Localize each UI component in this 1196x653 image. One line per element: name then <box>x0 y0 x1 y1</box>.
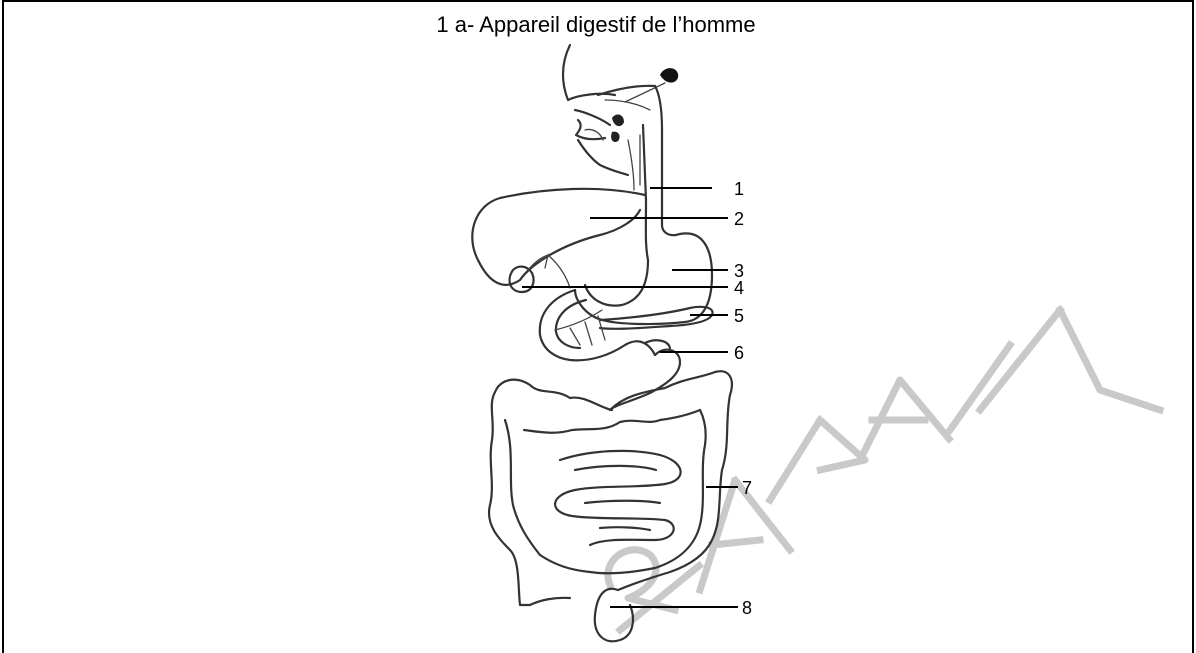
label-6: 6 <box>734 343 744 363</box>
watermark <box>608 310 1160 630</box>
label-5: 5 <box>734 306 744 326</box>
label-1: 1 <box>734 179 744 199</box>
stomach <box>575 233 712 324</box>
label-7: 7 <box>742 478 752 498</box>
liver <box>472 189 645 285</box>
rectum <box>530 589 633 642</box>
organ-labels: 1 2 3 4 5 6 7 8 <box>734 179 752 618</box>
label-2: 2 <box>734 209 744 229</box>
label-8: 8 <box>742 598 752 618</box>
small-intestine-coils <box>555 451 681 545</box>
small-intestine-start <box>610 340 680 410</box>
label-4: 4 <box>734 278 744 298</box>
